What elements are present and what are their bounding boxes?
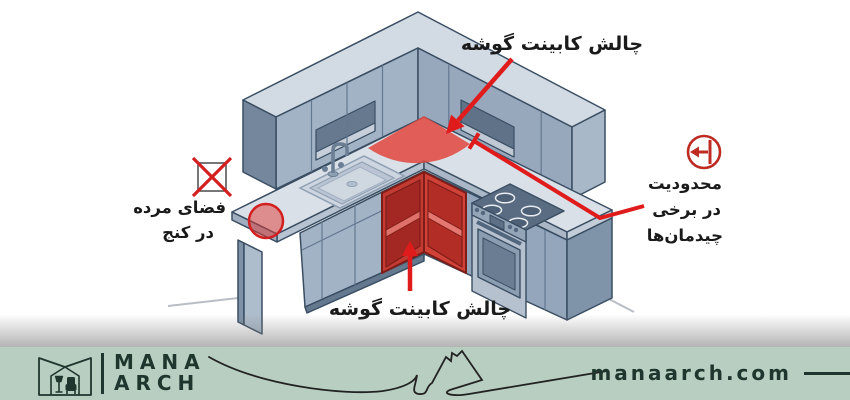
brand-line1: MANA [114,350,206,374]
floor-lines [167,296,635,313]
oven-handle [476,220,522,246]
brand-divider [101,353,104,394]
upper-wall-cabinets [242,11,606,200]
footer-shadow [0,314,850,347]
lamp-icon [54,375,64,393]
top-arrow [446,57,514,134]
stove-display [489,214,505,231]
website-text: manaarch.com [590,361,792,385]
stove-knobs [474,207,519,233]
stove [471,183,565,319]
sink-drain [346,181,358,187]
upper-cabinet-left-end [242,99,277,190]
kitchen-infographic: چالش کابینت گوشه چالش کابینت گوشه فضای م… [133,11,723,335]
limitation-measure-line [467,132,645,221]
oven-window [482,237,516,291]
bottom-arrow [402,241,418,291]
corner-fan-highlight [368,116,470,164]
faucet [322,142,349,177]
brand-text: MANA ARCH [114,352,206,394]
crossed-square-icon [191,156,233,198]
limitation-label-line2: در برخی [652,200,721,220]
footer-bar: MANA ARCH manaarch.com [0,347,850,400]
limitation-label-line1: محدودیت [648,174,722,194]
brand-line2: ARCH [114,371,201,395]
website-dash [804,371,850,375]
limitation-label-line3: چیدمان‌ها [647,226,723,246]
upper-left-niche [315,100,376,161]
blocked-arrow-circle-icon [686,134,722,170]
dead-space-circle-highlight [247,202,285,240]
dead-space-label-line2: در کنج [162,223,214,243]
corner-top-label: چالش کابینت گوشه [461,32,643,55]
dead-space-label-line1: فضای مرده [133,198,226,218]
website-block: manaarch.com [590,361,850,385]
armchair-icon [65,377,77,394]
mana-arch-logo-icon [38,357,92,396]
counter-support-panel [237,239,263,335]
house-sketch-icon [208,349,608,396]
